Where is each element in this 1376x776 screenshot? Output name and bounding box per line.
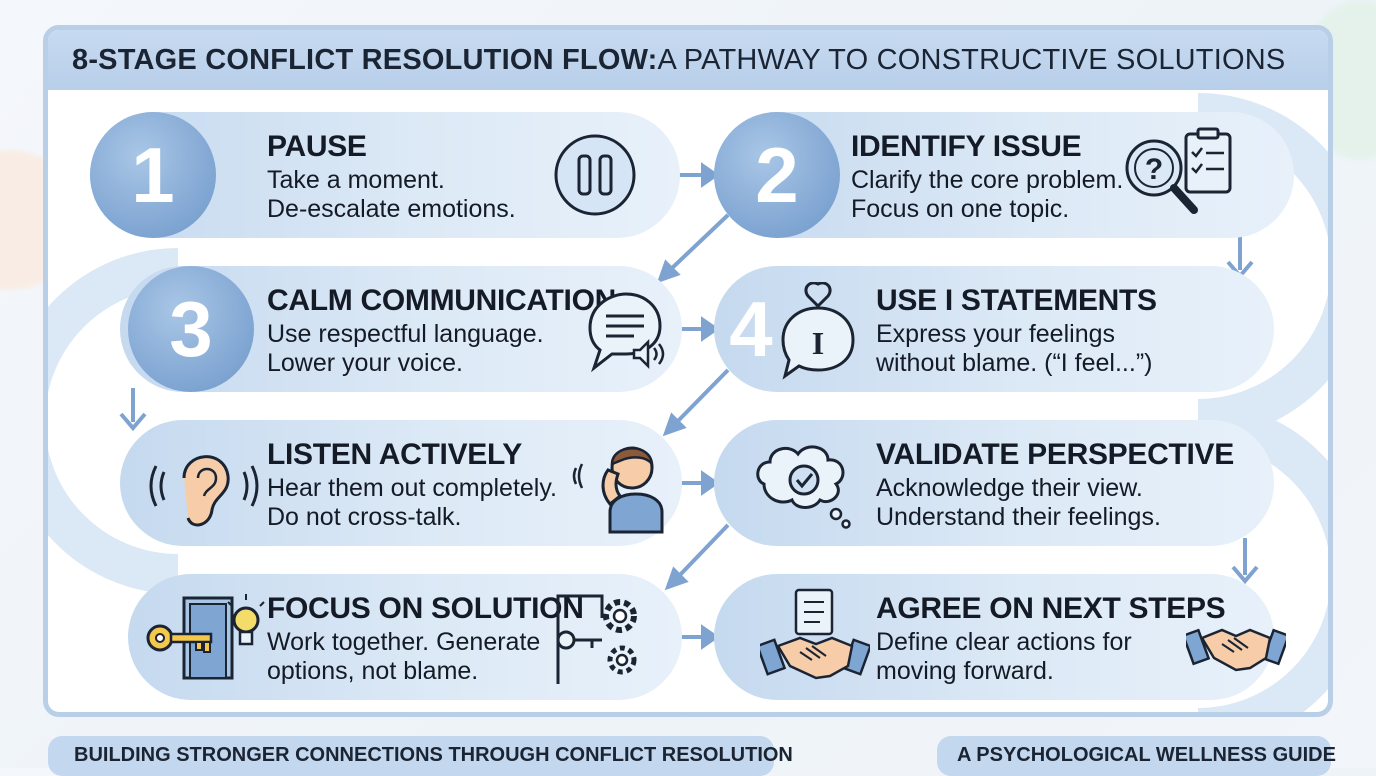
stage-number-3: 3 [128,266,254,392]
stage-desc-line: Understand their feelings. [876,503,1161,531]
footer-guide-text: A PSYCHOLOGICAL WELLNESS GUIDE [957,744,1336,766]
ear-icon [149,455,259,527]
arrow-head [1231,565,1259,585]
stage-title-7: FOCUS ON SOLUTION [267,592,584,625]
flow-band [1197,402,1328,712]
stage-desc-3: Use respectful language. Lower your voic… [267,320,627,378]
arrow-head [664,566,689,591]
listening-person-icon [572,446,664,534]
flow-band [48,248,179,594]
arrow-head [701,162,720,188]
stage-desc-8: Define clear actions for moving forward. [876,628,1236,686]
arrow-diagonal [676,523,730,579]
stage-desc-line: Express your feelings [876,320,1116,348]
stage-title-8: AGREE ON NEXT STEPS [876,592,1226,625]
stage-desc-line: Define clear actions for [876,628,1132,656]
arrow-head [662,412,687,437]
stage-desc-line: Focus on one topic. [851,195,1070,223]
arrow-diagonal [674,368,730,425]
svg-text:I: I [812,325,824,361]
stage-desc-line: moving forward. [876,657,1054,685]
stage-desc-4: Express your feelings without blame. (“I… [876,320,1236,378]
infographic-frame: 8-STAGE CONFLICT RESOLUTION FLOW: A PATH… [43,25,1333,717]
stage-desc-line: Hear them out completely. [267,474,557,502]
arrow-head [701,624,720,650]
stage-desc-1: Take a moment. De-escalate emotions. [267,166,627,224]
arrow-head [701,470,720,496]
gears-icon [556,594,637,684]
stage-desc-5: Hear them out completely. Do not cross-t… [267,474,627,532]
stage-number-1: 1 [90,112,216,238]
stage-desc-line: Use respectful language. [267,320,544,348]
magnifier-question-icon: ? [1125,127,1232,214]
stage-title-6: VALIDATE PERSPECTIVE [876,438,1234,471]
stage-title-5: LISTEN ACTIVELY [267,438,522,471]
stage-desc-line: Do not cross-talk. [267,503,462,531]
footer-tagline-text: BUILDING STRONGER CONNECTIONS THROUGH CO… [74,744,793,766]
handshake-icon [760,588,870,680]
stage-desc-line: De-escalate emotions. [267,195,516,223]
handshake-icon [1186,628,1286,672]
stage-title-4: USE I STATEMENTS [876,284,1157,317]
arrow-head [656,259,681,284]
stage-desc-7: Work together. Generate options, not bla… [267,628,627,686]
stage-desc-line: Work together. Generate [267,628,541,656]
title-bold: 8-STAGE CONFLICT RESOLUTION FLOW: [72,43,658,76]
stage-desc-line: Acknowledge their view. [876,474,1143,502]
stage-desc-line: Take a moment. [267,166,445,194]
stage-title-2: IDENTIFY ISSUE [851,130,1082,163]
page-title: 8-STAGE CONFLICT RESOLUTION FLOW: A PATH… [48,30,1328,90]
stage-number-2: 2 [714,112,840,238]
heart-bubble-icon: I [781,282,855,380]
stage-desc-2: Clarify the core problem. Focus on one t… [851,166,1211,224]
stage-title-3: CALM COMMUNICATION [267,284,616,317]
key-door-icon [146,594,265,680]
arrow-head [701,316,720,342]
stage-desc-6: Acknowledge their view. Understand their… [876,474,1236,532]
footer-tagline: BUILDING STRONGER CONNECTIONS THROUGH CO… [48,736,793,776]
svg-text:?: ? [1145,153,1163,186]
stage-desc-line: options, not blame. [267,657,479,685]
speech-bubble-icon [588,292,665,373]
arrow-diagonal [668,213,730,272]
stage-desc-line: Clarify the core problem. [851,166,1124,194]
footer-guide-label: A PSYCHOLOGICAL WELLNESS GUIDE [937,736,1336,776]
stage-number-4: 4 [729,284,773,373]
arrow-head [119,412,147,432]
stage-desc-line: without blame. (“I feel...”) [876,349,1153,377]
thought-check-icon [756,445,851,529]
title-rest: A PATHWAY TO CONSTRUCTIVE SOLUTIONS [657,43,1286,76]
stage-desc-line: Lower your voice. [267,349,463,377]
pause-icon [554,134,636,216]
stage-title-1: PAUSE [267,130,367,163]
